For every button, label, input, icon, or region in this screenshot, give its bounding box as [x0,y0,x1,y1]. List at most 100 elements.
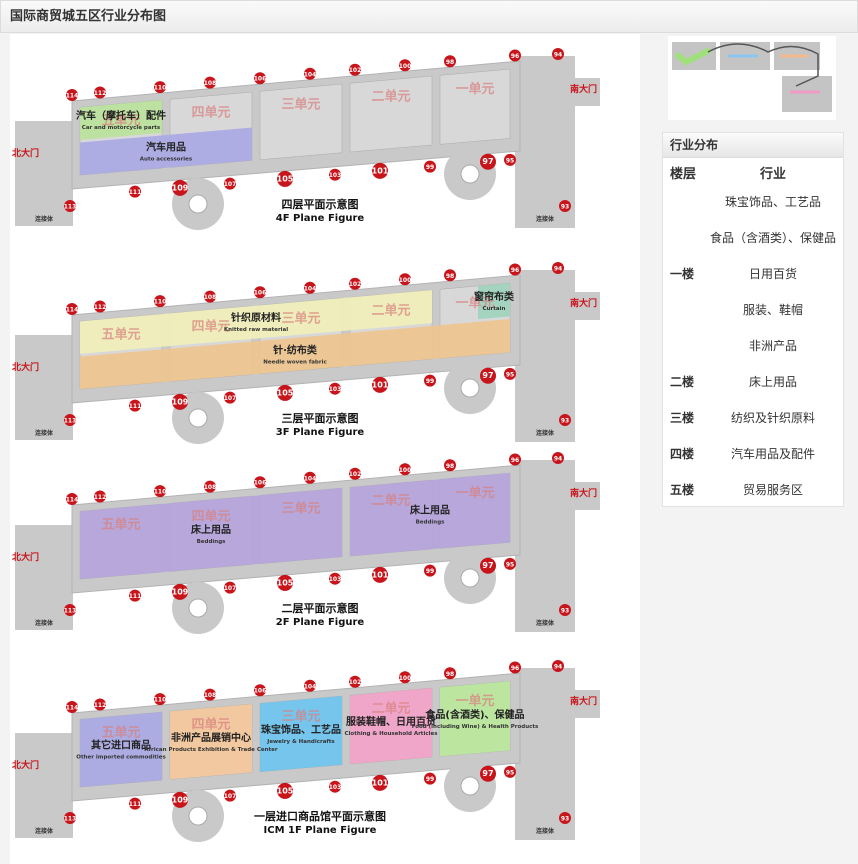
gate-number: 113 [64,418,77,425]
gate-marker [154,295,166,308]
plan-title: 二层平面示意图 [282,601,359,615]
unit-label: 五单元 [101,327,140,343]
gate-number: 97 [482,769,493,778]
zone-label-en: Curtain [483,306,506,312]
gate-marker [304,281,316,294]
gate-number: 111 [129,801,142,808]
unit-label: 三单元 [281,311,320,327]
gate-marker [559,200,571,212]
gate-marker [94,490,106,503]
gate-marker [204,480,216,493]
gate-marker [509,453,521,466]
gate-marker [254,72,266,85]
industry-panel: 行业分布 楼层 行业 珠宝饰品、工艺品食品（含酒类）、保健品一楼日用百货服装、鞋… [662,132,844,507]
floor-plan-3f: 五单元四单元三单元二单元一单元针织原材料Knitted raw material… [12,262,600,444]
gate-number: 103 [329,784,342,791]
zone-label: 食品(含酒类)、保健品 [424,708,524,721]
gate-marker [444,269,456,282]
gate-marker [329,382,341,395]
gate-number: 106 [254,480,267,487]
gate-marker [372,774,388,791]
zone-label: 床上用品 [191,523,231,536]
zone-label-en: Other imported commodities [76,755,166,761]
gate-number: 96 [511,267,519,274]
industry-row: 一楼日用百货 [663,265,843,285]
plan-title: 四层平面示意图 [282,197,359,211]
gate-number: 114 [66,705,79,712]
gate-number: 110 [154,299,167,306]
gate-number: 93 [561,816,569,823]
gate-number: 99 [426,164,434,171]
floor-plans-svg: 五单元四单元三单元二单元一单元汽车（摩托车）配件Car and motorcyc… [12,48,600,842]
gate-number: 100 [399,63,412,70]
gate-marker [172,179,188,196]
gate-number: 105 [277,786,294,795]
gate-number: 113 [64,204,77,211]
zone-label: 汽车用品 [146,140,186,153]
gate-number: 105 [277,174,294,183]
gate-marker [277,574,293,591]
gate-marker [552,660,564,672]
plan-title-en: 3F Plane Figure [276,427,365,438]
north-gate-label: 北大门 [12,551,39,563]
district-minimap[interactable] [668,36,836,120]
gate-marker [94,698,106,711]
left-wing [15,525,73,630]
industry-row: 珠宝饰品、工艺品 [663,193,843,213]
gate-marker [444,55,456,68]
page-title: 国际商贸城五区行业分布图 [10,9,167,24]
industry-label: 贸易服务区 [742,483,803,497]
gate-number: 112 [94,494,107,501]
gate-marker [304,679,316,692]
gate-marker [129,589,141,602]
ramp-center [188,194,208,214]
gate-marker [444,459,456,472]
corridor-label: 连接体 [35,827,54,835]
zone-label-en: Clothing & Household Articles [345,731,439,737]
gate-number: 102 [349,679,362,686]
floor-plan-4f: 五单元四单元三单元二单元一单元汽车（摩托车）配件Car and motorcyc… [12,48,600,230]
zone-area [350,473,510,557]
north-gate-label: 北大门 [12,361,39,373]
gate-number: 106 [254,290,267,297]
corridor-label: 连接体 [35,215,54,223]
gate-number: 102 [349,471,362,478]
ramp-center [460,568,480,588]
gate-marker [254,476,266,489]
gate-marker [372,162,388,179]
industry-row: 食品（含酒类）、保健品 [663,229,843,249]
gate-marker [254,286,266,299]
gate-number: 107 [224,585,237,592]
gate-marker [559,604,571,616]
gate-number: 114 [66,307,79,314]
minimap-svg [672,42,832,112]
gate-marker [504,153,516,166]
unit-label: 五单元 [101,517,140,533]
unit-block [349,75,433,153]
gate-number: 100 [399,277,412,284]
gate-number: 103 [329,386,342,393]
gate-number: 111 [129,189,142,196]
unit-label: 三单元 [281,97,320,113]
south-gate-label: 南大门 [570,487,597,499]
page-header: 国际商贸城五区行业分布图 [0,0,858,33]
unit-block [259,83,343,160]
south-stub [575,482,600,510]
gate-marker [329,780,341,793]
gate-number: 103 [329,172,342,179]
gate-marker [64,604,76,616]
unit-label: 五单元 [101,725,140,741]
right-wing [515,668,575,840]
panel-title: 行业分布 [663,133,843,158]
gate-number: 99 [426,776,434,783]
south-gate-label: 南大门 [570,695,597,707]
gate-number: 99 [426,378,434,385]
south-gate-label: 南大门 [570,297,597,309]
gate-marker [372,566,388,583]
zone-label-en: Beddings [197,539,227,545]
industry-row: 三楼纺织及针织原料 [663,409,843,429]
gate-number: 114 [66,497,79,504]
gate-marker [504,557,516,570]
zone-label: 窗帘布类 [474,290,514,303]
